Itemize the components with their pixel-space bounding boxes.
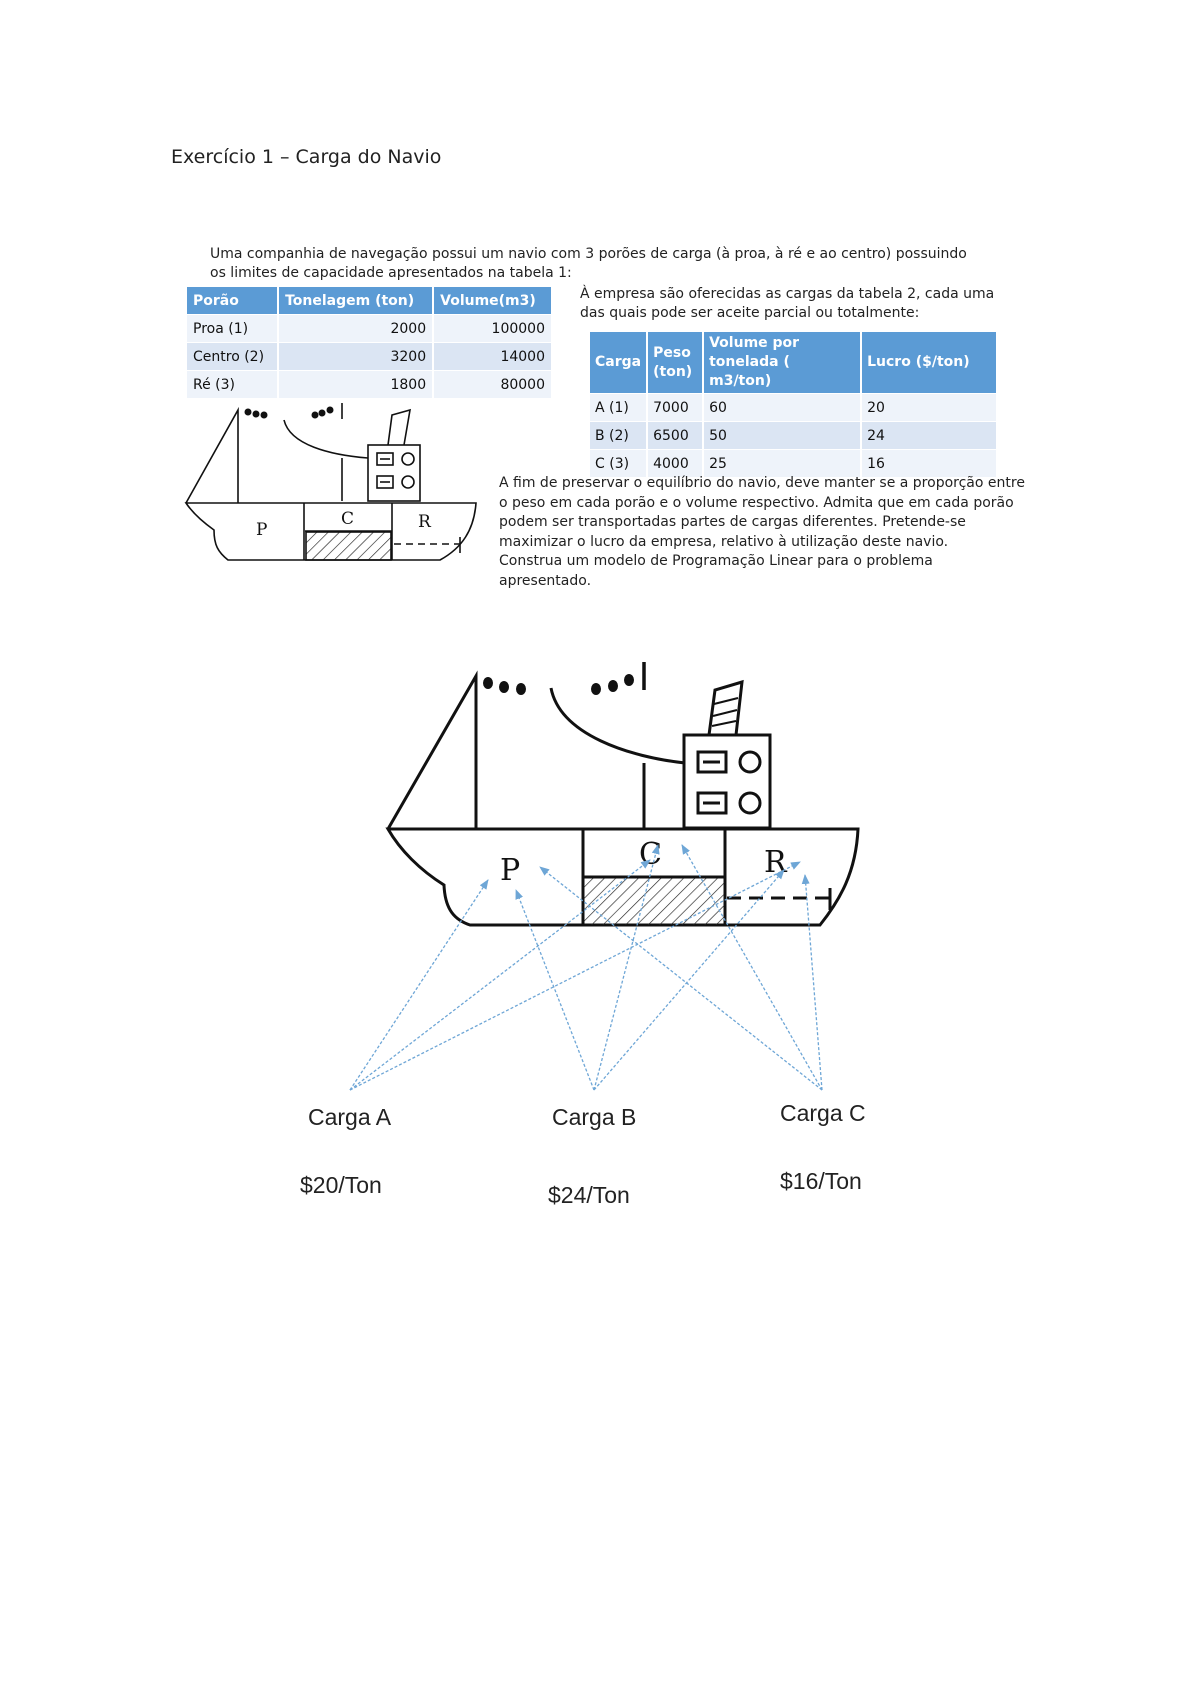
small-ship-cabin bbox=[342, 410, 420, 501]
large-ship-sail bbox=[388, 676, 476, 829]
arrow-a-to-p bbox=[350, 880, 488, 1090]
hold-label-p: P bbox=[256, 520, 267, 540]
cargo-c-label: Carga C bbox=[780, 1100, 866, 1127]
hold-label-p: P bbox=[500, 853, 520, 888]
cargo-b-price: $24/Ton bbox=[548, 1182, 630, 1209]
small-ship-sail bbox=[186, 410, 238, 503]
hold-label-r: R bbox=[418, 512, 432, 532]
smoke-dots-icon bbox=[483, 674, 634, 695]
large-ship-cabin bbox=[644, 682, 770, 828]
large-ship-hull bbox=[388, 829, 858, 925]
arrow-a-to-r bbox=[350, 862, 800, 1090]
arrow-a-to-c bbox=[350, 860, 650, 1090]
large-ship-diagram: P C R bbox=[388, 662, 858, 925]
hold-label-c: C bbox=[341, 509, 354, 529]
cargo-c-price: $16/Ton bbox=[780, 1168, 862, 1195]
cargo-a-label: Carga A bbox=[308, 1104, 391, 1131]
small-ship-diagram: P C R bbox=[186, 403, 476, 560]
cargo-b-label: Carga B bbox=[552, 1104, 636, 1131]
hold-label-c: C bbox=[639, 837, 662, 872]
cargo-a-price: $20/Ton bbox=[300, 1172, 382, 1199]
smoke-dots-icon bbox=[245, 407, 334, 419]
small-ship-hull bbox=[186, 503, 476, 560]
arrow-c-to-r bbox=[805, 875, 822, 1090]
